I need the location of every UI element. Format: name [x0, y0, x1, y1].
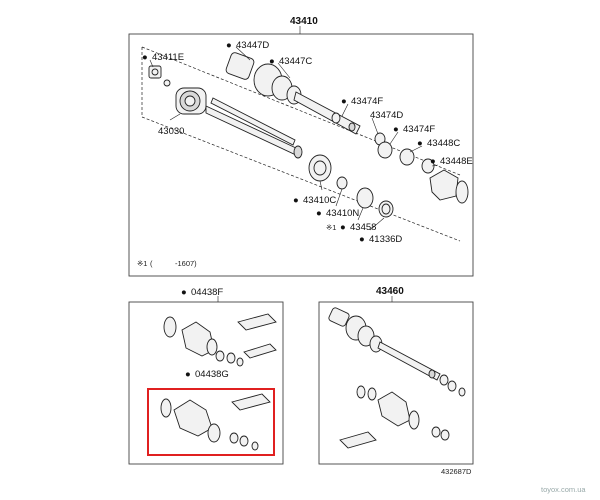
leader-lines: [149, 46, 439, 231]
highlight-box: [147, 388, 275, 456]
bullet: ●: [293, 195, 299, 206]
watermark: toyox.com.ua: [541, 485, 586, 494]
label-43458: 43458: [350, 222, 376, 233]
bullet: ●: [316, 208, 322, 219]
bullet: ●: [341, 96, 347, 107]
boot-kit-parts-lower: [160, 393, 271, 451]
right-shaft-parts: [328, 307, 466, 449]
label-43474f-b: 43474F: [403, 124, 435, 135]
bullet: ●: [430, 156, 436, 167]
outer-cv-joint: [225, 52, 361, 135]
label-04438g-group: ● 04438G: [185, 369, 229, 380]
footnote-range: -1607): [175, 259, 197, 268]
footnote-mark: ※1: [137, 259, 147, 268]
bullet: ●: [142, 52, 148, 63]
boot-kit-number: 04438F: [191, 287, 223, 298]
bullet: ●: [181, 287, 187, 298]
label-41336d: 41336D: [369, 234, 402, 245]
bullet: ●: [393, 124, 399, 135]
footnote-paren: (: [150, 259, 153, 268]
main-assembly-number: 43410: [290, 16, 318, 27]
label-43447c: 43447C: [279, 56, 312, 67]
label-43474d: 43474D: [370, 110, 403, 121]
bullet: ●: [417, 138, 423, 149]
label-43030: 43030: [158, 126, 184, 137]
label-43447d: 43447D: [236, 40, 269, 51]
footnote: ※1 ( -1607): [137, 259, 197, 268]
boot-kit-parts-upper: [163, 313, 277, 367]
label-43474f-a: 43474F: [351, 96, 383, 107]
boot-kit-frame: ● 04438F: [128, 287, 284, 465]
bullet: ●: [185, 369, 191, 380]
labels-top: ● 43447D ● 43447C ● 43411E 43030 ● 43474…: [142, 40, 473, 245]
bullet: ●: [226, 40, 232, 51]
bullet: ●: [340, 222, 346, 233]
drive-shaft: [205, 97, 303, 159]
diagram-code: 432687D: [441, 467, 472, 476]
bullet: ●: [269, 56, 275, 67]
label-43411e: 43411E: [152, 52, 184, 63]
bearing-43410c: [308, 154, 394, 218]
label-04438g: 04438G: [195, 369, 229, 380]
label-43410c: 43410C: [303, 195, 336, 206]
right-shaft-number: 43460: [376, 286, 404, 297]
tripod-joint: [148, 65, 207, 115]
bullet: ●: [359, 234, 365, 245]
label-43410n: 43410N: [326, 208, 359, 219]
perspective-lines: [141, 46, 461, 242]
note-mark: ※1: [326, 223, 336, 232]
boot-kit-top: [374, 132, 469, 204]
right-shaft-frame: 43460: [318, 286, 474, 465]
main-assembly-frame: 43410: [128, 16, 474, 277]
label-43448e: 43448E: [440, 156, 473, 167]
label-43448c: 43448C: [427, 138, 460, 149]
